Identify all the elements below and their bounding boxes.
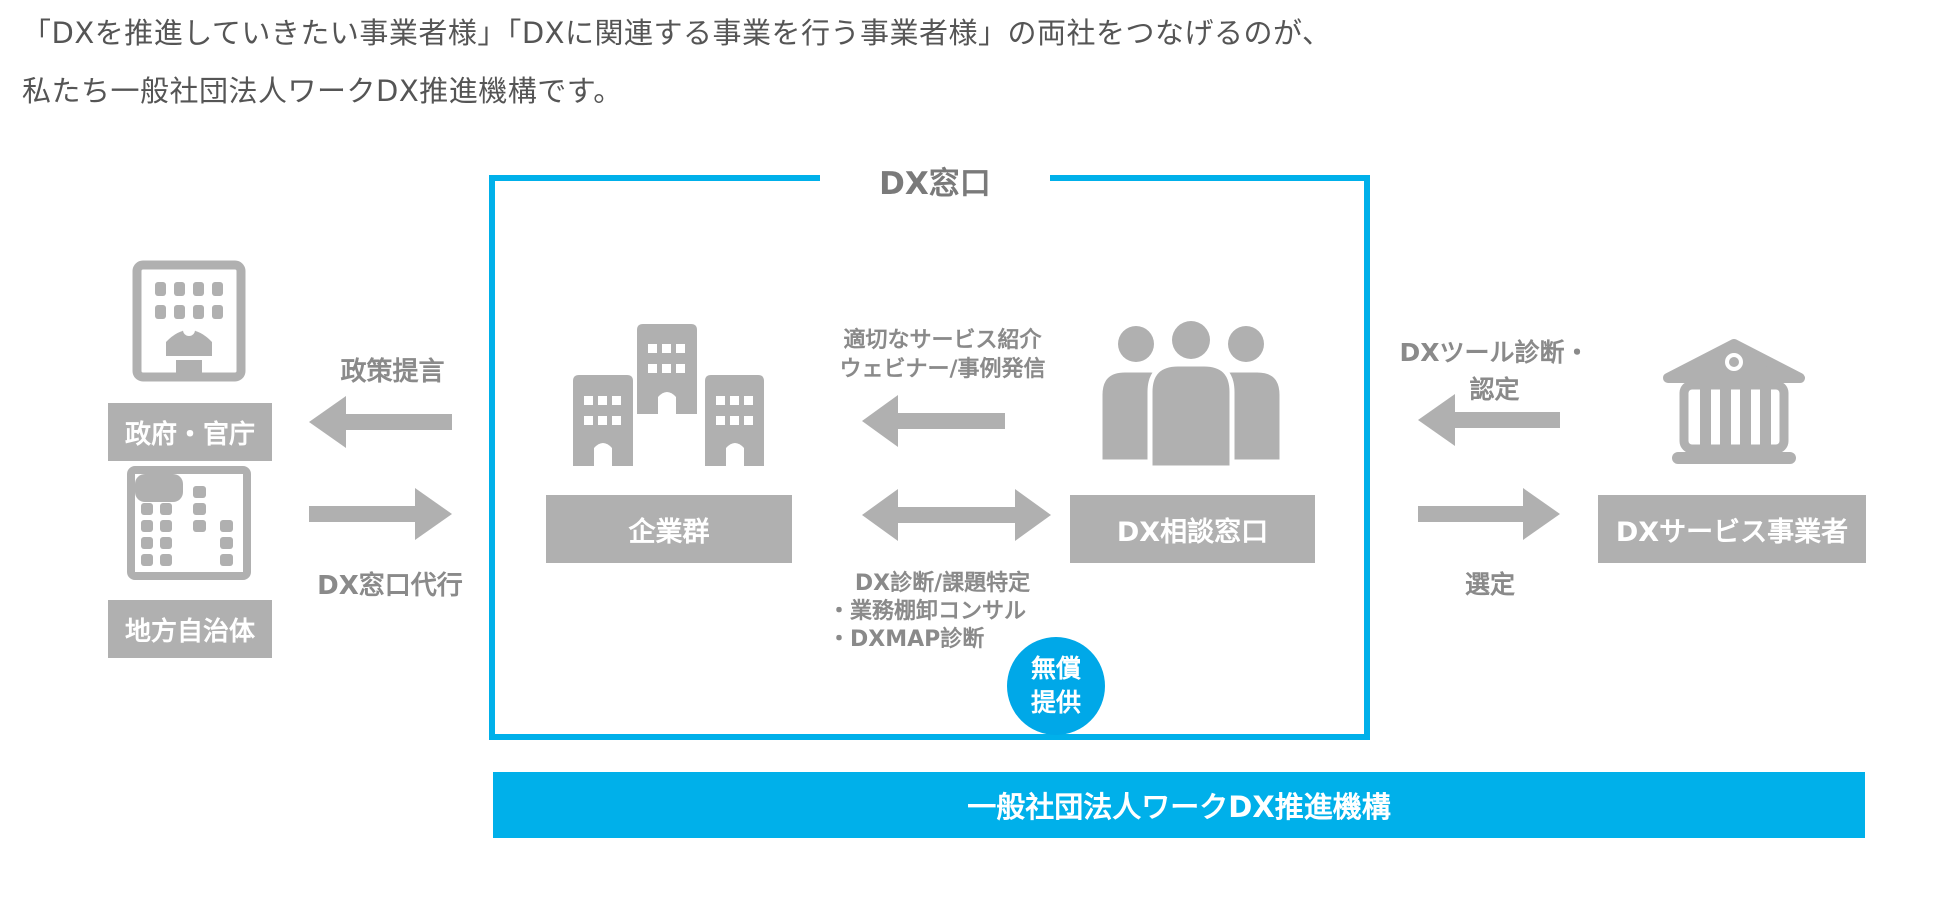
local-government-label: 地方自治体 [108,600,272,658]
dx-window-agency-label: DX窓口代行 [317,571,463,601]
intro-line-1: 「DXを推進していきたい事業者様」「DXに関連する事業を行う事業者様」の両社をつ… [22,16,1332,50]
dx-window-title: DX窓口 [820,158,1050,203]
companies-buildings-icon [573,324,764,466]
dx-providers-label: DXサービス事業者 [1598,495,1866,563]
dx-consult-label: DX相談窓口 [1070,495,1315,563]
people-group-icon [1097,321,1285,471]
diagnosis-line-1: DX診断/課題特定 [854,571,1031,596]
policy-proposal-label: 政策提言 [340,357,445,387]
government-building-icon [132,260,246,382]
dx-window-frame [489,175,1370,740]
arrow-bidirectional [862,489,1051,541]
arrow-tool-diagnosis [1418,394,1560,446]
service-intro-line-2: ウェビナー/事例発信 [839,357,1046,382]
tool-diagnosis-line-2: 認定 [1469,375,1520,404]
free-provision-line-1: 無償 [1030,654,1081,683]
arrow-policy-proposal [309,396,452,448]
arrow-dx-window-agency [309,488,452,540]
tool-diagnosis-line-1: DXツール診断・ [1399,338,1590,367]
diagnosis-line-3: ・DXMAP診断 [828,627,985,652]
organization-bar: 一般社団法人ワークDX推進機構 [493,772,1865,838]
arrow-selection [1418,488,1560,540]
institution-building-icon [1663,339,1805,464]
free-provision-badge: 無償 提供 [1007,637,1105,735]
intro-text: 「DXを推進していきたい事業者様」「DXに関連する事業を行う事業者様」の両社をつ… [22,4,1331,120]
diagnosis-line-2: ・業務棚卸コンサル [828,599,1027,624]
service-intro-line-1: 適切なサービス紹介 [843,328,1042,353]
intro-line-2: 私たち一般社団法人ワークDX推進機構です。 [22,74,623,108]
arrow-service-intro [862,395,1005,447]
local-government-building-icon [127,466,251,580]
companies-label: 企業群 [546,495,792,563]
selection-label: 選定 [1464,570,1515,599]
government-label: 政府・官庁 [108,403,272,461]
free-provision-line-2: 提供 [1030,688,1081,717]
